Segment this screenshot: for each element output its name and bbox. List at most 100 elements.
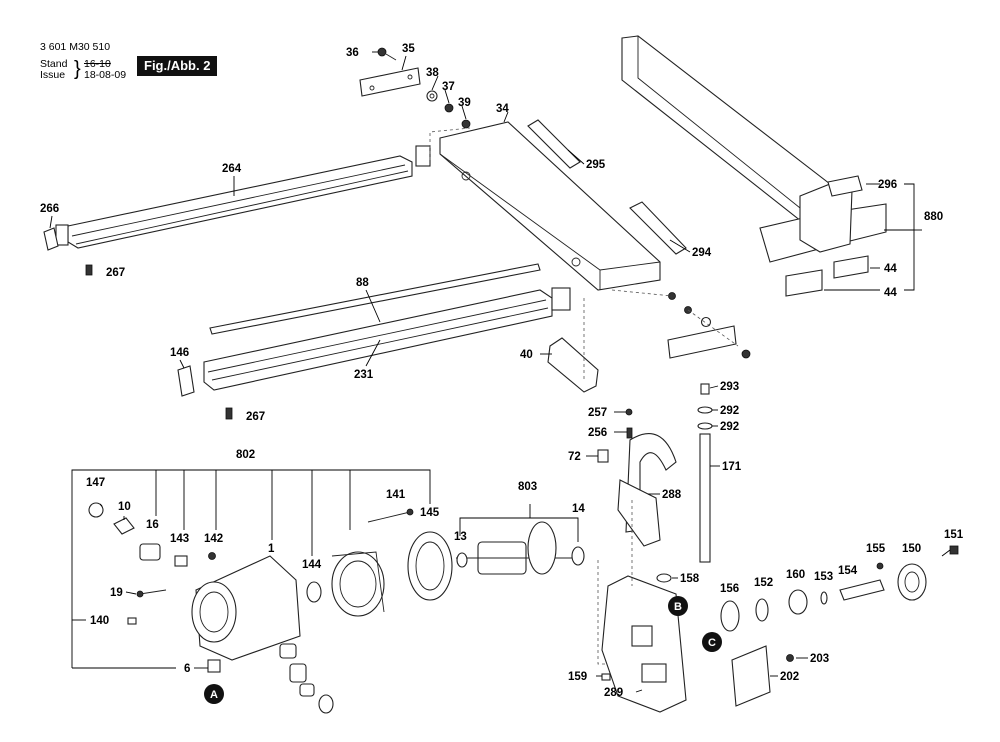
- part-clamp-plate: [667, 325, 737, 359]
- part-160-gear: [788, 589, 808, 615]
- part-35-plate: [359, 67, 421, 97]
- label-803: 803: [518, 481, 537, 493]
- part-143-clip: [174, 555, 188, 567]
- label-802: 802: [236, 449, 255, 461]
- part-296-cap: [827, 175, 863, 197]
- part-19-screw: [136, 589, 167, 598]
- label-160: 160: [786, 569, 805, 581]
- part-292-washer-b: [697, 422, 713, 430]
- part-88-scale-strip: [209, 263, 541, 335]
- label-256: 256: [588, 427, 607, 439]
- label-292-b: 292: [720, 421, 739, 433]
- part-6-block: [207, 659, 221, 673]
- label-171: 171: [722, 461, 742, 473]
- label-257: 257: [588, 407, 607, 419]
- label-159: 159: [568, 671, 587, 683]
- issue-label: Issue: [40, 69, 66, 81]
- label-266: 266: [40, 203, 59, 215]
- label-158: 158: [680, 573, 700, 585]
- part-144-bearing: [306, 581, 322, 603]
- part-44-clamp-a: [833, 255, 869, 279]
- label-34: 34: [496, 103, 509, 115]
- label-19: 19: [110, 587, 123, 599]
- part-37-nut: [444, 103, 454, 113]
- label-231: 231: [354, 369, 374, 381]
- part-267-screw-b: [225, 407, 233, 420]
- figure-label: Fig./Abb. 2: [137, 56, 218, 76]
- label-146: 146: [170, 347, 189, 359]
- stand-old: 16-10: [84, 58, 111, 70]
- part-connector-top: [415, 145, 431, 167]
- label-203: 203: [810, 653, 829, 665]
- label-145: 145: [420, 507, 440, 519]
- label-36: 36: [346, 47, 359, 59]
- callout-b: B: [668, 596, 688, 616]
- part-145-fan-ring: [407, 531, 453, 601]
- part-266-end-cap: [43, 227, 59, 251]
- label-16: 16: [146, 519, 159, 531]
- label-267-b: 267: [246, 411, 265, 423]
- part-295-strip: [527, 119, 581, 169]
- part-1-motor-housing: [191, 555, 301, 661]
- part-number: 3 601 M30 510: [40, 41, 111, 53]
- label-35: 35: [402, 43, 415, 55]
- label-14: 14: [572, 503, 585, 515]
- part-152-bearing: [755, 598, 769, 622]
- label-88: 88: [356, 277, 369, 289]
- issue-date: 18-08-09: [84, 69, 127, 81]
- label-44-b: 44: [884, 287, 897, 299]
- part-38-washer: [426, 90, 438, 102]
- label-147: 147: [86, 477, 105, 489]
- part-154-shaft: [839, 579, 885, 601]
- label-267-a: 267: [106, 267, 125, 279]
- label-13: 13: [454, 531, 467, 543]
- label-10: 10: [118, 501, 131, 513]
- label-295: 295: [586, 159, 606, 171]
- part-803-armature: [456, 521, 580, 575]
- label-264: 264: [222, 163, 242, 175]
- label-202: 202: [780, 671, 799, 683]
- label-140: 140: [90, 615, 109, 627]
- stand-label: Stand: [40, 58, 68, 70]
- callout-c-text: C: [708, 637, 716, 649]
- callout-a: A: [204, 684, 224, 704]
- part-289-gear-housing: [601, 575, 687, 713]
- label-6: 6: [184, 663, 190, 675]
- label-156: 156: [720, 583, 739, 595]
- label-144: 144: [302, 559, 322, 571]
- part-16-holder: [139, 543, 161, 561]
- label-150: 150: [902, 543, 921, 555]
- part-292-washer-a: [697, 406, 713, 414]
- callout-c: C: [702, 632, 722, 652]
- label-44-a: 44: [884, 263, 897, 275]
- label-141: 141: [386, 489, 406, 501]
- label-1: 1: [268, 543, 275, 555]
- label-151: 151: [944, 529, 964, 541]
- label-38: 38: [426, 67, 439, 79]
- label-292-a: 292: [720, 405, 739, 417]
- label-37: 37: [442, 81, 455, 93]
- callout-a-text: A: [210, 689, 218, 701]
- part-34-fence-body: [439, 121, 661, 291]
- label-293: 293: [720, 381, 739, 393]
- part-153-clip: [820, 591, 828, 605]
- part-44-clamp-b: [785, 269, 823, 297]
- label-288: 288: [662, 489, 682, 501]
- part-156-gear: [720, 600, 740, 632]
- part-171-rod: [699, 433, 711, 563]
- part-stator-ring: [331, 551, 385, 617]
- header-brace: }: [74, 58, 81, 80]
- label-152: 152: [754, 577, 773, 589]
- part-158-ring: [656, 573, 672, 583]
- callout-b-text: B: [674, 601, 682, 613]
- part-13-bearing: [456, 552, 468, 568]
- part-39-nut: [461, 119, 471, 129]
- part-267-screw-a: [85, 264, 93, 276]
- part-202-guard: [731, 645, 771, 707]
- part-147-plug: [88, 502, 104, 518]
- label-155: 155: [866, 543, 886, 555]
- label-39: 39: [458, 97, 471, 109]
- label-143: 143: [170, 533, 189, 545]
- part-brush-cap: [279, 643, 334, 714]
